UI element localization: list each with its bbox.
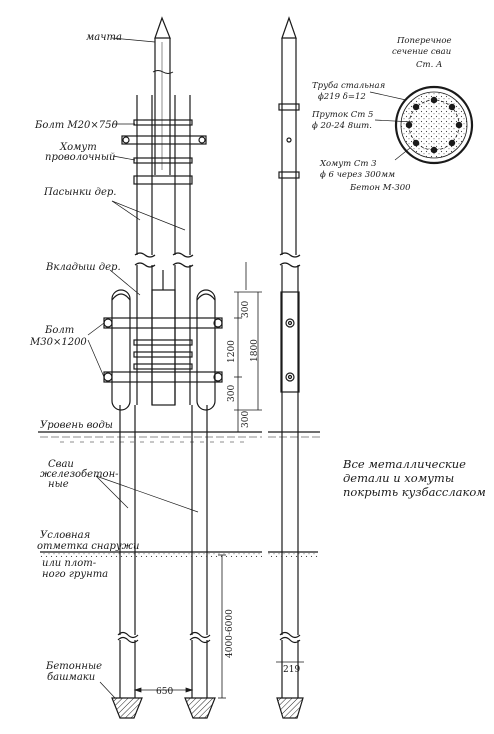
leader-lines <box>87 37 414 699</box>
label-piles-2: железобетон- <box>40 469 119 480</box>
section-title-2: сечение сваи <box>392 47 451 57</box>
label-bolt-top: Болт М20×750 <box>34 120 118 131</box>
label-piles-1: Сваи <box>48 459 74 470</box>
label-shoes-1: Бетонные <box>45 661 102 672</box>
dim-219: 219 <box>283 665 300 675</box>
note-line-2: детали и хомуты <box>343 471 454 485</box>
dim-650: 650 <box>156 687 173 697</box>
section-grade: Ст. А <box>416 60 442 70</box>
section-pipe-2: ϕ219 δ=12 <box>318 92 366 102</box>
label-bolt-mid-1: Болт <box>44 325 74 336</box>
label-ground-1: Условная <box>40 530 90 541</box>
side-view <box>276 16 304 719</box>
dim-300-top: 300 <box>241 301 251 318</box>
section-rod-2: ϕ 20-24 8шт. <box>312 121 372 131</box>
label-clamp-wire-2: проволочный <box>45 152 115 163</box>
wooden-insert <box>151 270 176 406</box>
pile-cross-section <box>394 85 474 165</box>
water-ground-lines <box>38 431 320 557</box>
section-title-1: Поперечное <box>396 36 452 46</box>
label-mast: мачта <box>86 32 122 43</box>
label-clamp-wire-1: Хомут <box>59 142 97 153</box>
section-clamp-1: Хомут Ст 3 <box>319 159 377 169</box>
front-view <box>103 16 223 719</box>
note-line-1: Все металлические <box>342 457 466 471</box>
label-ground-3: или плот- <box>42 558 97 569</box>
section-rod-1: Пруток Ст 5 <box>311 110 373 120</box>
label-insert: Вкладыш дер. <box>45 262 121 273</box>
section-pipe-1: Труба стальная <box>312 80 386 91</box>
dim-1800: 1800 <box>250 339 260 362</box>
dimension-lines <box>133 262 304 699</box>
label-bolt-mid-2: М30×1200 <box>29 337 87 348</box>
label-water-level: Уровень воды <box>40 420 113 431</box>
reinforcement-rods <box>405 96 463 154</box>
label-piles-3: ные <box>48 479 69 490</box>
concrete-shoes <box>111 697 216 719</box>
dim-300-bot: 300 <box>227 385 237 402</box>
middle-bolts <box>103 317 223 383</box>
label-shoes-2: башмаки <box>47 672 95 683</box>
dim-1200: 1200 <box>227 340 237 363</box>
section-clamp-2: ϕ 6 через 300мм <box>320 170 395 180</box>
wooden-stepsons <box>134 95 194 405</box>
note-line-3: покрыть кузбасслаком <box>343 485 486 499</box>
dim-4000: 4000-6000 <box>225 609 235 658</box>
label-ground-2: отметка снаружи <box>37 541 139 552</box>
dim-300-water: 300 <box>241 411 251 428</box>
concrete-piles <box>111 289 216 698</box>
mast <box>152 16 174 175</box>
section-concrete: Бетон М-300 <box>349 183 411 193</box>
label-ground-4: ного грунта <box>42 569 108 580</box>
top-bolt <box>121 119 207 185</box>
label-stepson: Пасынки дер. <box>43 187 116 198</box>
